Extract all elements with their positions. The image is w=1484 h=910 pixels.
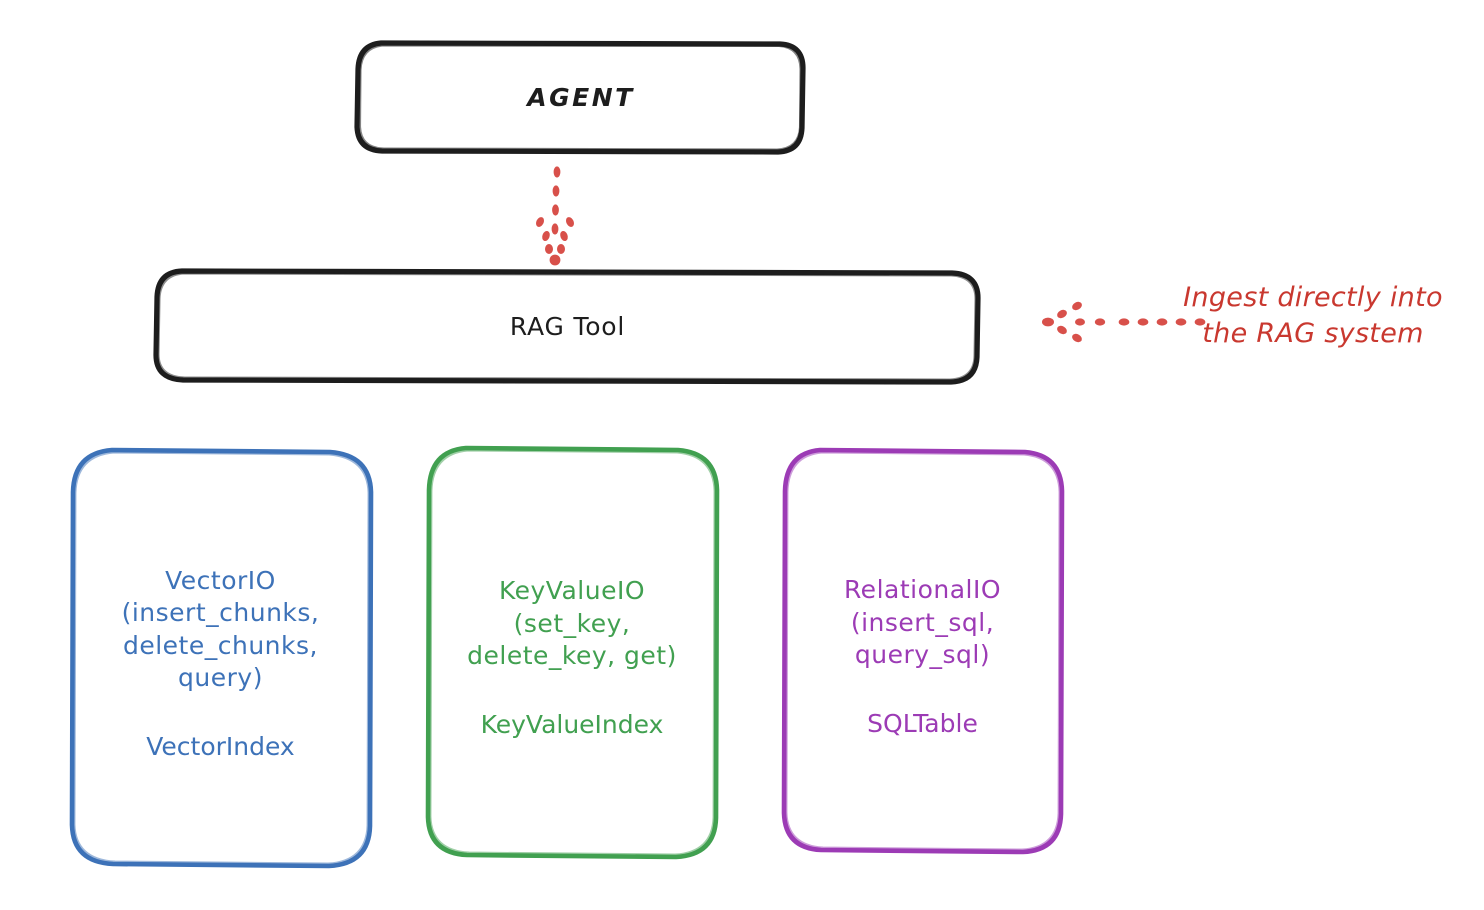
connector-agent-to-rag-tool-icon (535, 166, 575, 266)
vector-io-label: VectorIO (insert_chunks, delete_chunks, … (121, 565, 320, 693)
vector-io-node[interactable]: VectorIO (insert_chunks, delete_chunks, … (70, 449, 371, 867)
key-value-io-content: KeyValueIO (set_key, delete_key, get) Ke… (467, 575, 677, 741)
key-value-io-node[interactable]: KeyValueIO (set_key, delete_key, get) Ke… (428, 447, 716, 857)
rag-tool-node[interactable]: RAG Tool (155, 270, 980, 384)
relational-io-node[interactable]: RelationalIO (insert_sql, query_sql) SQL… (784, 449, 1061, 853)
vector-io-content: VectorIO (insert_chunks, delete_chunks, … (122, 565, 320, 764)
key-value-io-sublabel: KeyValueIndex (480, 709, 664, 739)
ingest-annotation-label: Ingest directly into the RAG system (1183, 282, 1443, 349)
relational-io-content: RelationalIO (insert_sql, query_sql) SQL… (844, 574, 1001, 740)
rag-tool-label: RAG Tool (509, 312, 626, 342)
vector-io-sublabel: VectorIndex (146, 731, 295, 761)
agent-label: AGENT (527, 83, 635, 113)
relational-io-label: RelationalIO (insert_sql, query_sql) (843, 575, 1002, 669)
agent-node[interactable]: AGENT (356, 42, 806, 154)
relational-io-sublabel: SQLTable (867, 708, 978, 738)
key-value-io-label: KeyValueIO (set_key, delete_key, get) (467, 576, 677, 670)
